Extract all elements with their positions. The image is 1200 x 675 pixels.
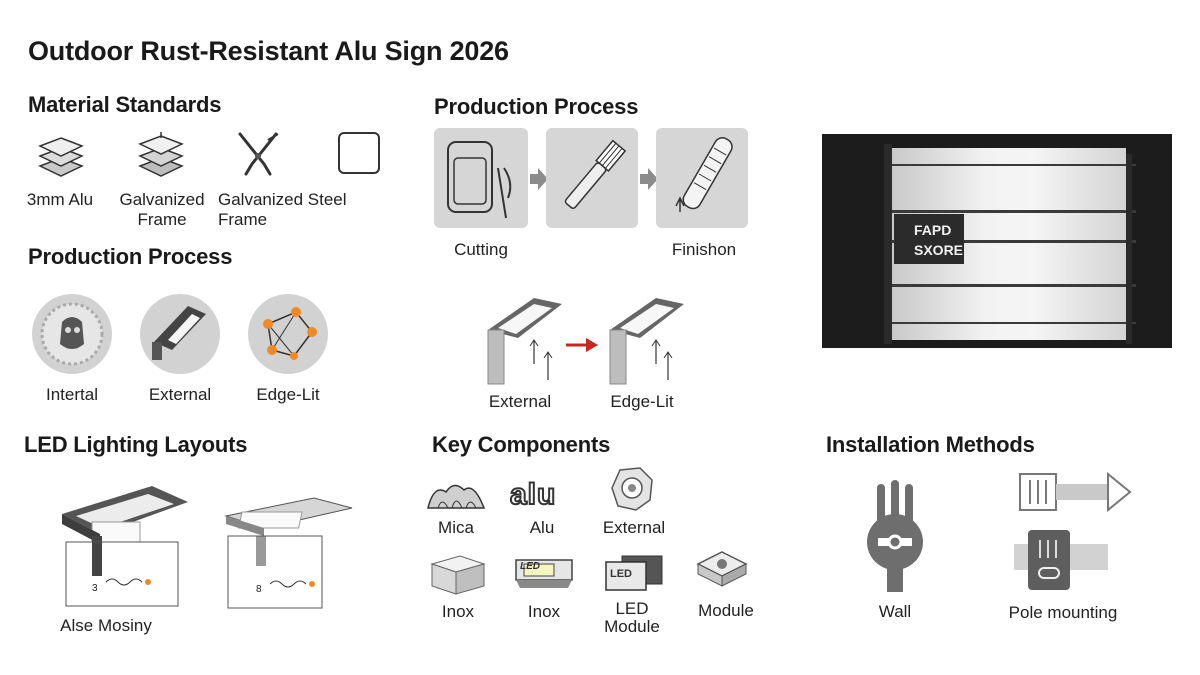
internal-gear-icon bbox=[30, 292, 114, 376]
material-label-galvanized-frame: Galvanized Frame bbox=[119, 190, 205, 229]
wall-mount-icon bbox=[862, 480, 928, 592]
panel-rail bbox=[886, 322, 1136, 324]
frame-post-right bbox=[1126, 154, 1132, 344]
lit-label-external: External bbox=[488, 392, 552, 411]
production-label-edge-lit: Edge-Lit bbox=[256, 385, 320, 404]
material-label-steel-frame: Galvanized Steel Frame bbox=[218, 190, 347, 229]
component-label-inox-1: Inox bbox=[441, 602, 475, 621]
led-layout-diagram-2 bbox=[224, 484, 354, 610]
led-caption: Alse Mosiny bbox=[60, 616, 152, 635]
led-layout-diagram-1 bbox=[56, 480, 196, 610]
cutting-step-panel bbox=[434, 128, 528, 228]
component-label-module: Module bbox=[698, 601, 754, 620]
panel-rail bbox=[886, 284, 1136, 287]
component-label-external: External bbox=[602, 518, 666, 537]
led-strip-text: LED bbox=[520, 561, 540, 572]
led-diagram-1-mark: 3 bbox=[92, 583, 98, 594]
module-chip-icon bbox=[696, 550, 748, 590]
sign-text-plate: FAPD SXORE bbox=[894, 214, 964, 264]
external-light-icon bbox=[138, 292, 222, 376]
production-label-internal: Intertal bbox=[46, 385, 98, 404]
galvanized-frame-icon bbox=[136, 130, 186, 180]
step-arrow-2-icon bbox=[640, 168, 658, 190]
pole-arrow-icon bbox=[1018, 470, 1132, 514]
pole-mounting-icon bbox=[1012, 530, 1110, 592]
led-diagram-2-mark: 8 bbox=[256, 584, 262, 595]
component-label-mica: Mica bbox=[438, 518, 474, 537]
install-label-pole-mounting: Pole mounting bbox=[1008, 603, 1118, 622]
material-label-alu: 3mm Alu bbox=[26, 190, 94, 209]
frame-post-left bbox=[884, 144, 892, 344]
led-lighting-layouts-heading: LED Lighting Layouts bbox=[24, 432, 248, 457]
component-label-led-module: LED Module bbox=[604, 599, 660, 636]
production-label-external: External bbox=[148, 385, 212, 404]
component-label-inox-2: Inox bbox=[527, 602, 561, 621]
lit-label-edge-lit: Edge-Lit bbox=[610, 392, 674, 411]
step-label-finishing: Finishon bbox=[671, 240, 737, 259]
finishing-step-panel bbox=[656, 128, 748, 228]
external-gear-icon bbox=[610, 466, 654, 512]
component-label-alu: Alu bbox=[529, 518, 555, 537]
panel-rail bbox=[886, 164, 1136, 166]
red-arrow-icon bbox=[566, 336, 598, 354]
cutting-tablet-icon bbox=[447, 141, 512, 219]
external-lit-fixture-icon bbox=[484, 294, 568, 386]
edge-lit-network-icon bbox=[246, 292, 330, 376]
installation-methods-heading: Installation Methods bbox=[826, 432, 1035, 457]
led-module-icon bbox=[604, 552, 664, 592]
page-title: Outdoor Rust-Resistant Alu Sign 2026 bbox=[28, 36, 509, 66]
led-strip-icon bbox=[512, 556, 576, 592]
step-arrow-1-icon bbox=[530, 168, 548, 190]
production-process-heading-right: Production Process bbox=[434, 94, 639, 119]
pliers-tool-icon bbox=[234, 130, 282, 180]
production-process-heading-left: Production Process bbox=[28, 244, 233, 269]
key-components-heading: Key Components bbox=[432, 432, 611, 457]
panel-rail bbox=[886, 210, 1136, 213]
inox-block-icon bbox=[430, 554, 486, 596]
install-label-wall: Wall bbox=[878, 602, 912, 621]
alu-lettering-icon: alu bbox=[509, 477, 557, 512]
file-tool-icon bbox=[675, 137, 733, 212]
material-standards-heading: Material Standards bbox=[28, 92, 222, 117]
brush-tool-icon bbox=[564, 139, 627, 209]
aluminium-sheets-icon bbox=[36, 132, 86, 180]
brush-step-panel bbox=[546, 128, 638, 228]
step-label-cutting: Cutting bbox=[454, 240, 508, 259]
sign-photo: FAPD SXORE bbox=[822, 134, 1172, 348]
mica-icon bbox=[426, 474, 486, 514]
steel-frame-square-icon bbox=[338, 132, 380, 174]
led-module-text: LED bbox=[610, 568, 632, 580]
panel-rail bbox=[886, 240, 1136, 243]
sign-text-line-2: SXORE bbox=[914, 242, 964, 258]
sign-text-line-1: FAPD bbox=[914, 222, 952, 238]
edge-lit-fixture-icon bbox=[606, 294, 690, 386]
